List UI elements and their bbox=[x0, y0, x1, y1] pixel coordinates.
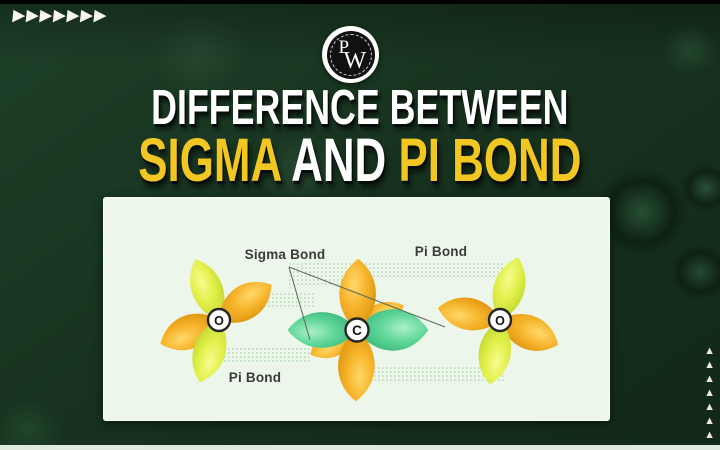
label-sigma-bond: Sigma Bond bbox=[245, 247, 326, 262]
arrow-glyph: ▶ bbox=[52, 7, 67, 24]
pw-logo-letter-w: W bbox=[343, 47, 367, 74]
atom-symbol-oxygen-left: O bbox=[214, 314, 224, 328]
atom-symbol-carbon: C bbox=[352, 323, 362, 338]
orbital-diagram: O C O Sigma Bond Pi Bond Pi Bond bbox=[154, 244, 565, 402]
arrow-glyph: ▲ bbox=[704, 345, 715, 357]
bottom-right-arrow-column: ▲ ▲ ▲ ▲ ▲ ▲ ▲ bbox=[704, 346, 715, 441]
title-and: AND bbox=[280, 126, 399, 194]
atom-circle-carbon bbox=[344, 317, 370, 343]
arrow-glyph: ▲ bbox=[704, 429, 715, 441]
arrow-glyph: ▶ bbox=[12, 7, 26, 24]
title-pi-bond: PI BOND bbox=[398, 126, 582, 194]
title-line2: SIGMA AND PI BOND bbox=[0, 130, 720, 191]
arrow-glyph: ▲ bbox=[704, 387, 715, 399]
arrow-glyph: ▶ bbox=[39, 7, 53, 24]
top-black-bar bbox=[0, 0, 720, 4]
arrow-glyph: ▲ bbox=[704, 415, 715, 427]
atom-markers: O C O bbox=[206, 307, 513, 343]
title-line1-text: DIFFERENCE BETWEEN bbox=[151, 81, 569, 135]
atom-symbol-oxygen-right: O bbox=[495, 314, 505, 328]
pw-logo: P W bbox=[322, 26, 379, 83]
sigma-bond-pointer-lines bbox=[288, 266, 446, 341]
arrow-glyph: ▶ bbox=[79, 7, 94, 24]
pw-logo-decorative-ring bbox=[329, 33, 372, 76]
pw-logo-letter-p: P bbox=[338, 36, 350, 58]
top-left-arrow-row: ▶▶▶▶▶▶▶ bbox=[12, 7, 107, 25]
arrow-glyph: ▲ bbox=[704, 401, 715, 413]
label-pi-bond-bottom: Pi Bond bbox=[229, 370, 281, 385]
atom-circle-oxygen-right bbox=[487, 307, 513, 333]
title-line1: DIFFERENCE BETWEEN bbox=[0, 84, 720, 133]
pw-logo-inner-disc: P W bbox=[326, 30, 375, 79]
arrow-glyph: ▲ bbox=[704, 373, 715, 385]
arrow-glyph: ▲ bbox=[704, 359, 715, 371]
orbital-diagram-panel: O C O Sigma Bond Pi Bond Pi Bond bbox=[103, 197, 610, 421]
arrow-glyph: ▶ bbox=[93, 7, 107, 24]
arrow-glyph: ▶ bbox=[25, 7, 40, 24]
label-pi-bond-top: Pi Bond bbox=[415, 244, 467, 259]
atom-circle-oxygen-left bbox=[206, 307, 232, 333]
arrow-glyph: ▶ bbox=[66, 7, 80, 24]
title-sigma: SIGMA bbox=[138, 126, 281, 194]
bottom-light-strip bbox=[0, 445, 720, 450]
